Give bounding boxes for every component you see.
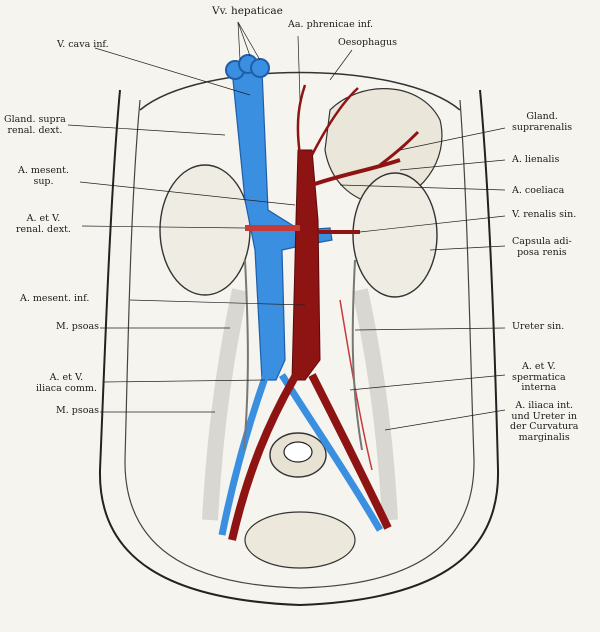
label-capsula-line2: posa renis bbox=[517, 246, 567, 258]
phrenic-artery bbox=[296, 84, 359, 156]
label-gland-supra-dext-line2: renal. dext. bbox=[7, 124, 63, 136]
left-iliac-vein bbox=[279, 373, 384, 532]
label-capsula-adiposa: Capsula adi- posa renis bbox=[512, 236, 572, 258]
label-a-v-renal-dext-line2: renal. dext. bbox=[16, 223, 71, 235]
label-v-cava-inf: V. cava inf. bbox=[57, 39, 109, 50]
right-kidney bbox=[159, 164, 251, 296]
stomach-region bbox=[324, 88, 443, 206]
label-gland-supra-dext-line1: Gland. supra bbox=[4, 114, 66, 125]
ureter-left bbox=[351, 259, 363, 451]
leader-lines bbox=[67, 21, 506, 431]
label-a-lienalis: A. lienalis bbox=[512, 154, 560, 165]
hepatic-vein-3 bbox=[250, 58, 270, 78]
psoas-right bbox=[202, 288, 248, 521]
ureter-right bbox=[243, 259, 249, 451]
label-a-iliaca-int-line4: marginalis bbox=[518, 431, 570, 443]
label-gland-suprarenalis: Gland. suprarenalis bbox=[512, 111, 573, 133]
left-kidney bbox=[352, 172, 438, 298]
label-gland-suprarenalis-line2: suprarenalis bbox=[512, 121, 573, 133]
label-a-mesent-inf: A. mesent. inf. bbox=[20, 293, 90, 304]
rectum-lumen bbox=[283, 441, 313, 463]
label-a-v-renal-dext-line1: A. et V. bbox=[26, 213, 61, 224]
label-vv-hepaticae: Vv. hepaticae bbox=[212, 5, 283, 17]
label-v-renalis-sin: V. renalis sin. bbox=[512, 209, 577, 220]
label-m-psoas-lower: M. psoas bbox=[56, 405, 99, 416]
label-a-v-spermatica-line3: interna bbox=[521, 382, 557, 393]
label-a-iliaca-int-line2: und Ureter in bbox=[511, 410, 578, 422]
body-wall-outline bbox=[98, 89, 500, 607]
label-m-psoas-upper: M. psoas bbox=[56, 321, 99, 332]
body-wall-inner bbox=[124, 99, 475, 589]
left-iliac-artery bbox=[308, 373, 392, 530]
label-a-v-iliaca-comm: A. et V. iliaca comm. bbox=[36, 372, 97, 394]
label-a-mesent-sup-line2: sup. bbox=[33, 175, 54, 187]
label-a-v-spermatica-line1: A. et V. bbox=[522, 361, 556, 372]
label-a-iliaca-int-line3: der Curvatura bbox=[510, 421, 579, 432]
label-a-iliaca-int-line1: A. iliaca int. bbox=[515, 400, 574, 411]
label-a-v-iliaca-line1: A. et V. bbox=[49, 372, 84, 383]
bladder bbox=[244, 511, 356, 569]
label-a-mesent-sup-line1: A. mesent. bbox=[18, 165, 69, 176]
label-a-v-iliaca-line2: iliaca comm. bbox=[36, 382, 97, 394]
psoas-left bbox=[352, 288, 398, 521]
label-a-v-renal-dext: A. et V. renal. dext. bbox=[16, 213, 71, 235]
label-gland-supra-dext: Gland. supra renal. dext. bbox=[4, 114, 66, 136]
label-gland-suprarenalis-line1: Gland. bbox=[526, 111, 558, 122]
label-oesophagus: Oesophagus bbox=[338, 37, 397, 48]
label-a-v-spermatica-line2: spermatica bbox=[512, 371, 566, 383]
coeliac-trunk bbox=[311, 158, 401, 187]
right-iliac-vein bbox=[218, 373, 270, 536]
label-aa-phrenicae: Aa. phrenicae inf. bbox=[288, 19, 374, 30]
label-capsula-line1: Capsula adi- bbox=[512, 236, 572, 247]
label-ureter-sin: Ureter sin. bbox=[512, 321, 565, 332]
right-iliac-artery bbox=[228, 372, 300, 541]
label-a-v-spermatica: A. et V. spermatica interna bbox=[512, 361, 566, 394]
aorta bbox=[291, 149, 321, 381]
splenic-artery bbox=[379, 130, 420, 167]
label-a-iliaca-int: A. iliaca int. und Ureter in der Curvatu… bbox=[510, 400, 579, 443]
diaphragm bbox=[139, 71, 461, 111]
label-a-coeliaca: A. coeliaca bbox=[512, 185, 565, 196]
label-a-mesent-sup: A. mesent. sup. bbox=[18, 165, 69, 187]
